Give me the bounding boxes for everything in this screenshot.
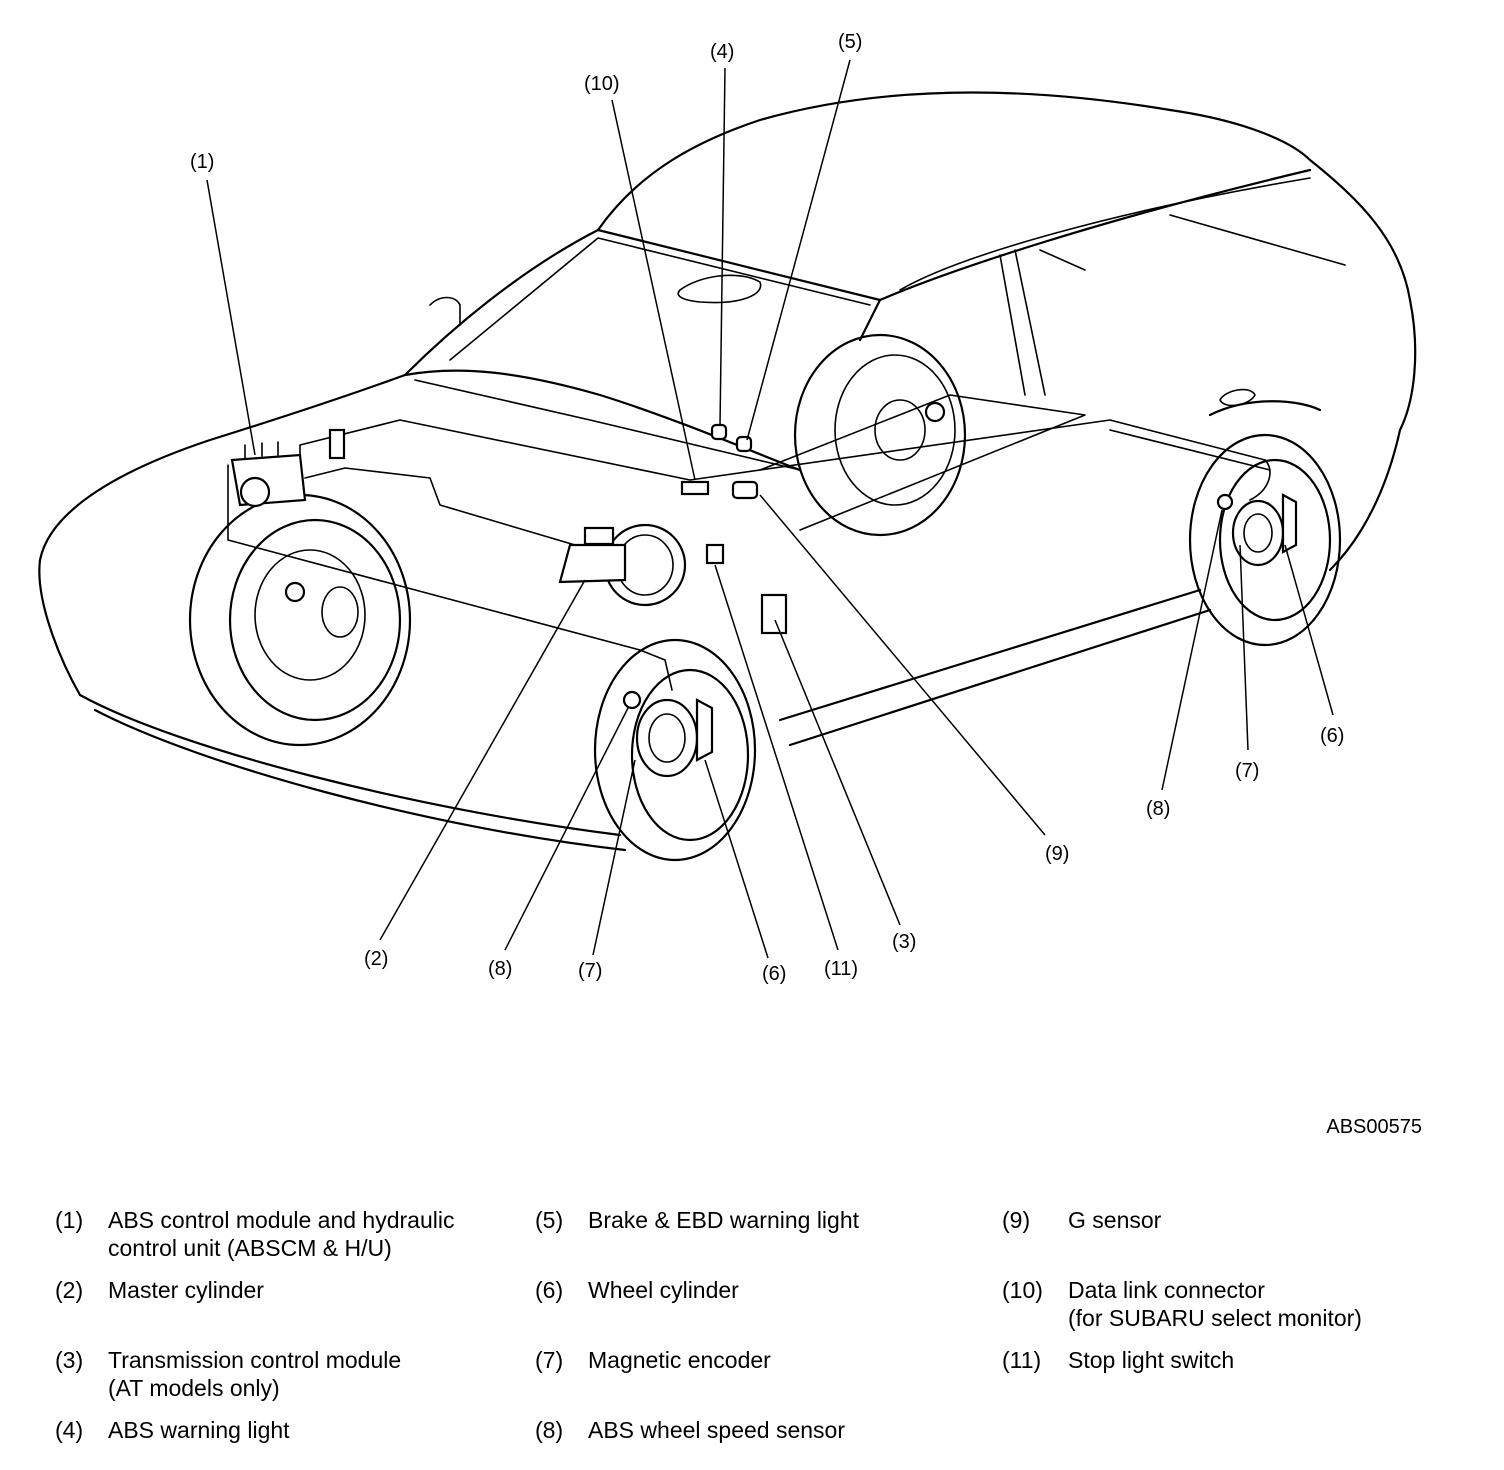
front-right-wheel xyxy=(593,638,757,862)
callout-5: (5) xyxy=(838,31,862,53)
abs-component-diagram: (1) (2) (3) (4) (5) (6) (6) (7) (7) (8) … xyxy=(38,31,1417,985)
callout-9: (9) xyxy=(1045,843,1069,865)
leader-lines xyxy=(206,59,1334,959)
callout-3: (3) xyxy=(892,931,916,953)
callout-11: (11) xyxy=(824,958,858,980)
legend-text: Magnetic encoder xyxy=(588,1347,771,1373)
legend-text: Stop light switch xyxy=(1068,1347,1235,1373)
legend-number: (7) xyxy=(535,1347,564,1373)
abscm-hydraulic-unit xyxy=(230,428,346,508)
car-illustration: (1) (2) (3) (4) (5) (6) (6) (7) (7) (8) … xyxy=(38,31,1417,985)
legend-number: (10) xyxy=(1002,1277,1043,1303)
callout-10: (10) xyxy=(584,73,620,95)
rear-right-wheel xyxy=(1188,433,1342,647)
legend-text: Data link connector (for SUBARU select m… xyxy=(1068,1277,1362,1331)
legend-text: ABS wheel speed sensor xyxy=(588,1417,845,1443)
callout-7-rear: (7) xyxy=(1235,760,1259,782)
legend-number: (9) xyxy=(1002,1207,1031,1233)
callout-7-front: (7) xyxy=(578,960,602,982)
callout-8-rear: (8) xyxy=(1146,798,1170,820)
legend-text: Wheel cylinder xyxy=(588,1277,739,1303)
legend-text: ABS warning light xyxy=(108,1417,290,1443)
legend-number: (11) xyxy=(1002,1347,1042,1373)
legend-text: ABS control module and hydraulic control… xyxy=(108,1207,455,1261)
legend-number: (1) xyxy=(55,1207,84,1233)
legend-number: (8) xyxy=(535,1417,564,1443)
legend-number: (6) xyxy=(535,1277,564,1303)
front-left-wheel xyxy=(188,493,412,747)
legend: (1) ABS control module and hydraulic con… xyxy=(55,1206,1455,1456)
legend-text: Transmission control module (AT models o… xyxy=(108,1347,402,1401)
brake-lines xyxy=(227,419,1271,691)
master-cylinder xyxy=(558,523,687,607)
dash-components xyxy=(680,423,788,635)
rear-left-wheel xyxy=(793,333,967,537)
legend-text: G sensor xyxy=(1068,1207,1162,1233)
callout-2: (2) xyxy=(364,948,388,970)
legend-number: (5) xyxy=(535,1207,564,1233)
car-body xyxy=(38,91,1417,852)
figure-code: ABS00575 xyxy=(1326,1116,1422,1138)
legend-number: (4) xyxy=(55,1417,84,1443)
legend-text: Brake & EBD warning light xyxy=(588,1207,860,1233)
legend-number: (2) xyxy=(55,1277,84,1303)
callout-labels: (1) (2) (3) (4) (5) (6) (6) (7) (7) (8) … xyxy=(190,31,1344,985)
legend-text: Master cylinder xyxy=(108,1277,264,1303)
callout-6-front: (6) xyxy=(762,963,786,985)
callout-6-rear: (6) xyxy=(1320,725,1344,747)
legend-number: (3) xyxy=(55,1347,84,1373)
callout-4: (4) xyxy=(710,41,734,63)
callout-1: (1) xyxy=(190,151,214,173)
callout-8-front: (8) xyxy=(488,958,512,980)
